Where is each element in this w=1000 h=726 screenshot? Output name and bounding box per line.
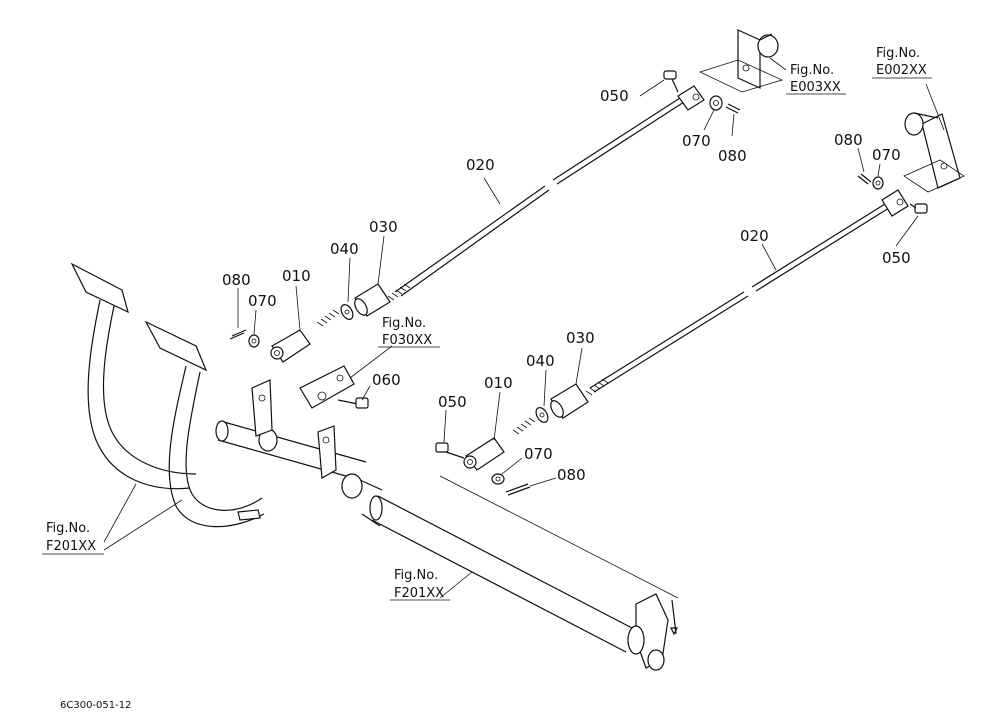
figure-references: Fig.No. E003XX Fig.No. E002XX Fig.No. F0… [42,46,932,601]
pedal-pad-right [144,320,208,372]
lever-left [251,379,273,437]
lower-turnbuckle [550,383,589,419]
lower-right-clevis [881,189,909,217]
drawing-number: 6C300-051-12 [60,700,131,711]
ref-f201-left-code: F201XX [46,539,96,554]
pedal-arm-right [168,365,265,528]
label-pin-lower: 050 [438,393,467,411]
label-washer-lower: 070 [524,445,553,463]
right-washer [872,176,884,190]
link-bracket [299,365,355,409]
lower-rod-assembly [435,112,965,496]
bracket-e002 [903,112,965,193]
main-shaft [359,475,679,671]
lower-washer [491,473,505,485]
label-rod-upper: 020 [466,156,495,174]
link-pin [337,397,369,409]
upper-right-cotter [725,103,741,114]
upper-right-clevis [677,85,705,111]
label-nut-upper: 040 [330,240,359,258]
label-pin-link: 060 [372,371,401,389]
upper-rod-thread [387,283,411,301]
label-turnbuckle-upper: 030 [369,218,398,236]
upper-turnbuckle [354,283,391,317]
lower-clevis [463,417,536,471]
leader-lines [103,57,945,599]
ref-e002-code: E002XX [876,63,927,78]
upper-clevis [270,309,340,363]
boss-right [341,473,363,499]
pedal-pad-left [70,262,129,314]
label-clevis-upper: 010 [282,267,311,285]
part-labels: 020 020 030 030 040 040 010 010 050 050 … [222,87,911,484]
label-cotter-upper-right-b: 080 [834,131,863,149]
upper-nut [340,304,354,320]
lower-rod-thread [585,378,609,396]
upper-right-pin [663,70,679,93]
lower-cotter [505,483,531,496]
upper-rod-segment-a [394,185,546,293]
ref-f201-mid-code: F201XX [394,586,444,601]
upper-left-washer [248,334,260,348]
label-nut-lower: 040 [526,352,555,370]
label-pin-upper-left: 050 [600,87,629,105]
lower-pin [435,442,465,459]
upper-right-washer [709,95,723,111]
ref-e002-title: Fig.No. [876,46,920,61]
label-pin-upper-right: 050 [882,249,911,267]
upper-rod-assembly [229,29,784,363]
label-washer-upper-right-b: 070 [872,146,901,164]
label-cotter-upper-left: 080 [222,271,251,289]
cross-shaft [217,439,361,481]
upper-left-cotter [229,329,247,340]
label-rod-lower: 020 [740,227,769,245]
lower-right-pin [909,203,928,214]
ref-f030-code: F030XX [382,333,432,348]
pedal-assembly [70,262,369,528]
label-cotter-lower: 080 [557,466,586,484]
ref-e003-code: E003XX [790,80,841,95]
ref-f201-left-title: Fig.No. [46,521,90,536]
lever-right [317,425,337,479]
ref-f030-title: Fig.No. [382,316,426,331]
ref-f201-mid-title: Fig.No. [394,568,438,583]
label-washer-upper-right-a: 070 [682,132,711,150]
label-turnbuckle-lower: 030 [566,329,595,347]
bracket-e003 [698,29,784,93]
pedal-arm-left [87,299,191,490]
upper-rod-segment-a-edge [400,189,550,297]
label-washer-upper-left: 070 [248,292,277,310]
ref-e003-title: Fig.No. [790,63,834,78]
label-clevis-lower: 010 [484,374,513,392]
right-cotter [857,173,872,185]
lower-nut [535,407,549,423]
label-cotter-upper-right-a: 080 [718,147,747,165]
